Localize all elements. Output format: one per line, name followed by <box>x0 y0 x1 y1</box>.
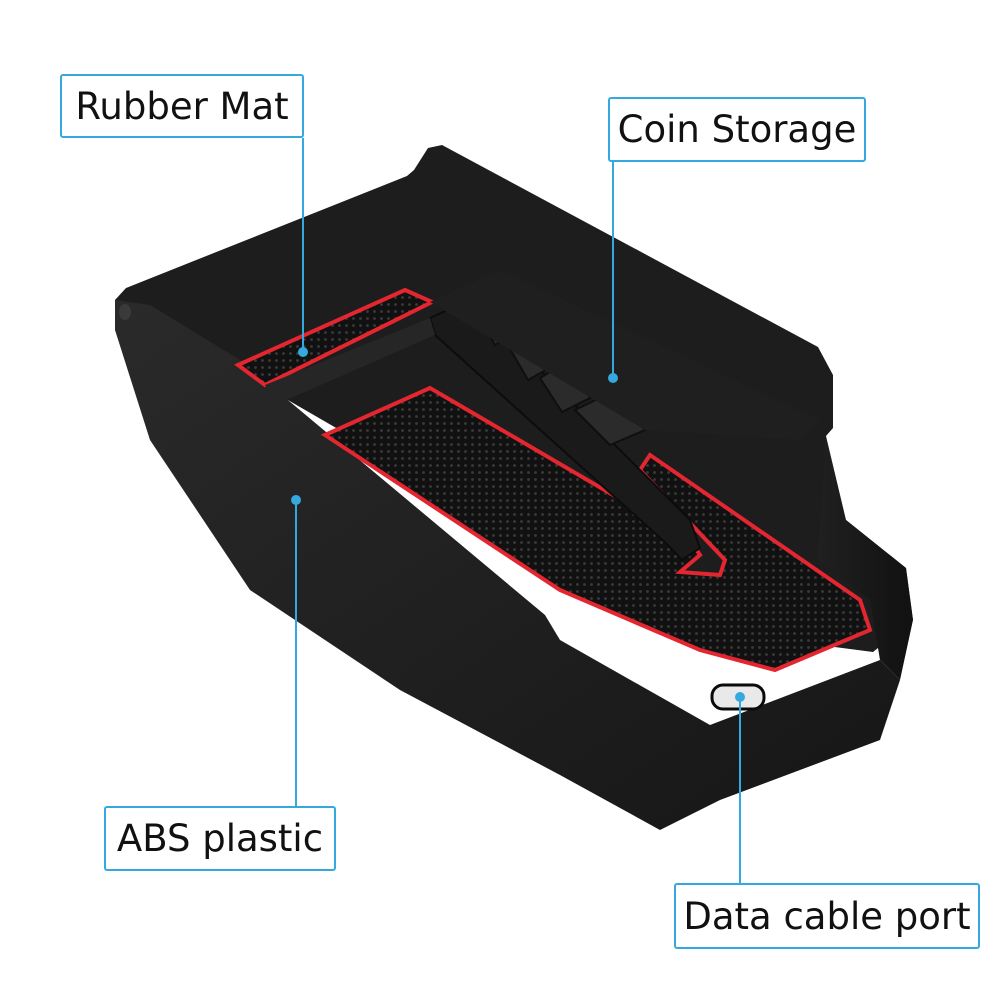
coin-storage-shelf <box>430 270 820 440</box>
callout-rubber-mat: Rubber Mat <box>60 74 304 138</box>
callout-abs-plastic: ABS plastic <box>104 806 336 871</box>
tray-front-wall <box>115 300 900 830</box>
callout-leader-dots <box>291 347 745 702</box>
compartment-divider <box>265 318 435 405</box>
callout-coin-storage: Coin Storage <box>608 97 866 162</box>
tray-right-wall <box>818 436 913 680</box>
callout-data-cable-port: Data cable port <box>674 883 980 949</box>
side-notch <box>119 304 131 320</box>
callout-leader-lines <box>295 138 741 883</box>
